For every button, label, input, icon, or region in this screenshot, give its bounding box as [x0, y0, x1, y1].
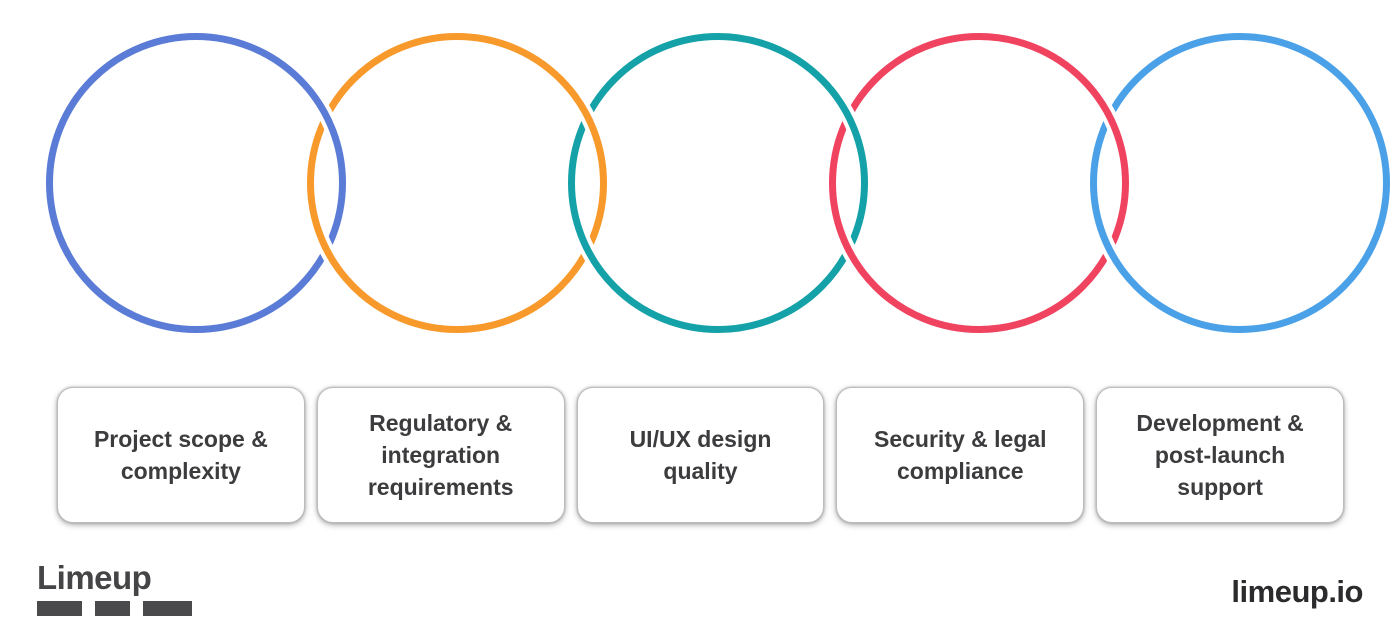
brand-tagline-redacted: [37, 601, 192, 616]
ring-uiux-over-arc: [832, 92, 861, 141]
card-label: Project scope & complexity: [93, 425, 268, 484]
ring-development: [1090, 33, 1390, 333]
weave-halo: [569, 92, 604, 140]
ring-security-over-arc: [836, 225, 865, 274]
ring-security: [829, 33, 1129, 333]
weave-halo: [310, 226, 345, 274]
weave-halo: [830, 92, 865, 140]
ring-development-over-arc: [1097, 225, 1126, 274]
factor-cards-row: Project scope & complexity Regulatory & …: [57, 387, 1344, 523]
ring-project-scope: [46, 33, 346, 333]
card-label: Regulatory & integration requirements: [367, 409, 514, 501]
ring-security-over-arc: [1093, 92, 1122, 141]
brand-logo: Limeup: [37, 561, 192, 616]
card-uiux: UI/UX design quality: [576, 387, 825, 523]
weave-halo: [571, 226, 606, 274]
card-project-scope: Project scope & complexity: [57, 387, 305, 523]
ring-uiux-over-arc: [575, 225, 604, 274]
ring-project-scope-over-arc: [310, 92, 339, 141]
weave-halo: [832, 226, 867, 274]
brand-wordmark: Limeup: [37, 559, 152, 596]
card-development: Development & post-launch support: [1096, 387, 1344, 523]
weave-halo: [1091, 92, 1126, 140]
ring-uiux: [568, 33, 868, 333]
ring-regulatory-over-arc: [314, 225, 343, 274]
card-label: UI/UX design quality: [629, 425, 772, 484]
weave-halo: [308, 92, 343, 140]
weave-halo: [1093, 226, 1128, 274]
card-label: Development & post-launch support: [1136, 409, 1304, 501]
brand-url: limeup.io: [1231, 574, 1363, 609]
card-label: Security & legal compliance: [874, 425, 1047, 484]
ring-regulatory-over-arc: [571, 92, 600, 141]
ring-regulatory: [307, 33, 607, 333]
card-security: Security & legal compliance: [836, 387, 1085, 523]
card-regulatory: Regulatory & integration requirements: [316, 387, 565, 523]
